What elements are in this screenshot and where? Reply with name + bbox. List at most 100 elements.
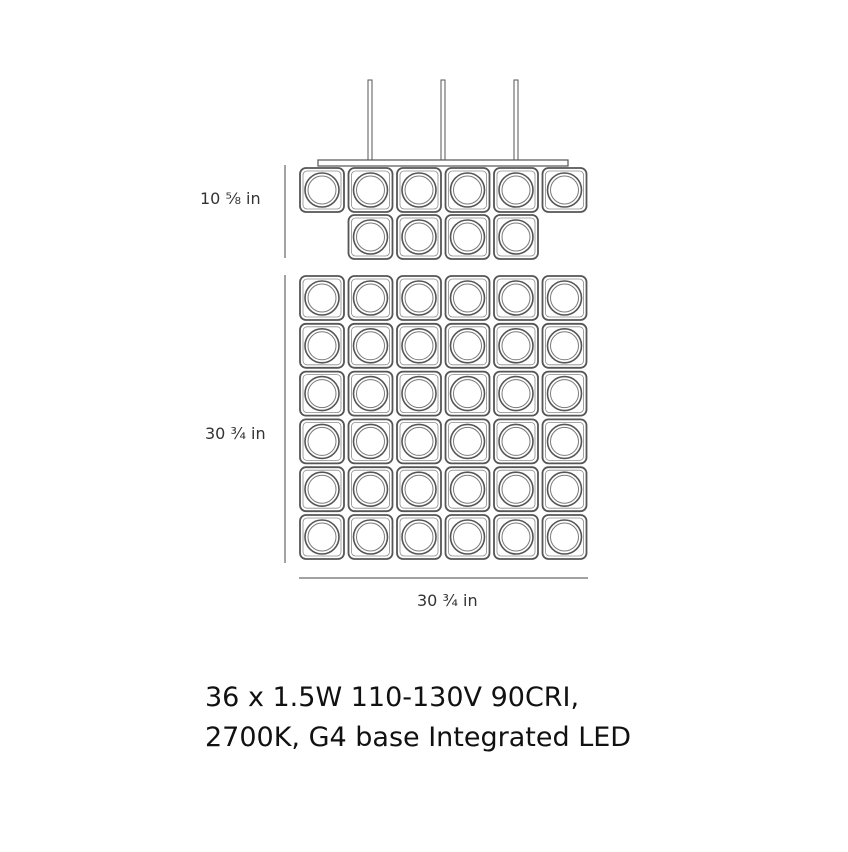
lens-inner [307,522,337,552]
module-frame [396,370,442,417]
suspension-cable-3 [513,79,519,161]
module-inner-frame [448,469,487,509]
module-inner-frame [496,278,536,318]
spec-line-1: 36 x 1.5W 110-130V 90CRI, [205,682,580,713]
front-module-r2-c1 [299,322,345,369]
lens-inner [404,283,434,313]
lens-outer [498,471,534,508]
module-inner-frame [399,374,439,414]
lens-outer [304,327,340,364]
module-frame [444,275,491,321]
front-module-r1-c1 [299,275,345,321]
lens-inner [356,331,385,361]
suspension-assembly [317,79,569,167]
front-module-r3-c3 [396,370,442,417]
module-inner-frame [448,421,487,461]
module-frame [493,322,539,369]
lens-outer [352,519,389,555]
side-height-label: 10 ⅝ in [200,189,261,208]
module-frame [347,167,394,213]
lens-inner [453,331,482,361]
canopy-bar [317,159,569,167]
lens-inner [501,331,531,361]
front-module-r2-c4 [444,322,491,369]
lens-inner [307,426,337,456]
lens-outer [304,519,340,555]
front-view-modules [299,275,588,560]
side-module-bottom-1 [347,214,394,260]
lens-outer [352,423,389,460]
module-frame [299,466,345,513]
module-frame [444,418,491,465]
lens-outer [546,172,583,208]
lens-outer [401,471,437,508]
lens-inner [453,283,482,313]
lens-inner [404,222,434,252]
module-inner-frame [496,170,536,210]
lens-outer [352,327,389,364]
front-module-r3-c6 [541,370,588,417]
lens-outer [401,219,437,255]
lens-inner [550,426,579,456]
lens-outer [449,280,486,316]
front-height-label: 30 ¾ in [205,424,266,443]
lens-outer [498,327,534,364]
front-module-r1-c5 [493,275,539,321]
lens-inner [501,474,531,504]
front-module-r1-c6 [541,275,588,321]
module-frame [396,322,442,369]
lens-outer [352,375,389,412]
lens-inner [453,379,482,409]
module-inner-frame [351,170,390,210]
module-inner-frame [351,374,390,414]
side-view-modules [299,167,588,260]
lens-inner [356,283,385,313]
module-frame [347,418,394,465]
lens-outer [352,471,389,508]
front-module-r5-c3 [396,466,442,513]
lens-inner [453,222,482,252]
module-frame [396,275,442,321]
module-inner-frame [351,469,390,509]
module-inner-frame [302,170,342,210]
front-module-r5-c6 [541,466,588,513]
dimension-lines [284,165,588,579]
module-frame [493,167,539,213]
lens-outer [304,280,340,316]
lens-inner [404,379,434,409]
lens-outer [352,280,389,316]
lens-outer [546,519,583,555]
front-module-r4-c3 [396,418,442,465]
module-frame [299,514,345,560]
lens-outer [546,327,583,364]
module-inner-frame [302,517,342,557]
side-module-top-5 [493,167,539,213]
module-inner-frame [302,326,342,366]
side-module-top-3 [396,167,442,213]
module-inner-frame [302,421,342,461]
module-inner-frame [399,421,439,461]
lens-inner [550,379,579,409]
lens-outer [449,172,486,208]
lens-inner [356,522,385,552]
module-frame [444,167,491,213]
module-frame [541,466,588,513]
module-inner-frame [448,374,487,414]
lens-outer [352,219,389,255]
module-frame [347,466,394,513]
side-module-top-4 [444,167,491,213]
module-inner-frame [545,469,584,509]
front-module-r2-c2 [347,322,394,369]
front-module-r6-c4 [444,514,491,560]
module-frame [444,322,491,369]
module-inner-frame [351,326,390,366]
lens-inner [550,331,579,361]
module-frame [299,275,345,321]
front-module-r6-c2 [347,514,394,560]
front-module-r6-c3 [396,514,442,560]
front-module-r5-c1 [299,466,345,513]
lens-outer [449,519,486,555]
module-inner-frame [351,421,390,461]
module-frame [347,275,394,321]
lens-outer [546,280,583,316]
